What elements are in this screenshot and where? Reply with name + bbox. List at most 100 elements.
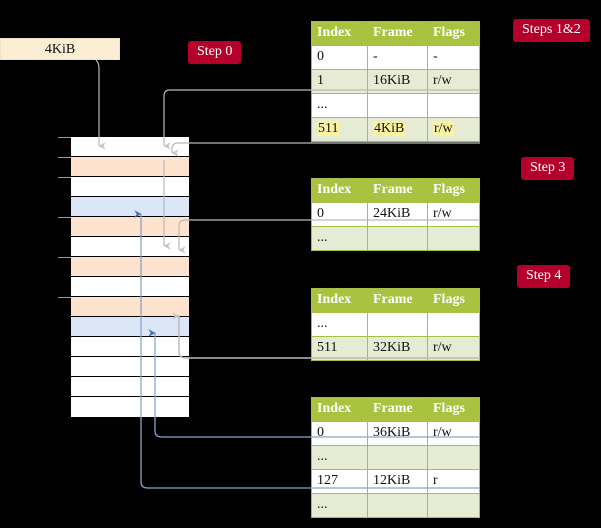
cell-flags: r/w (427, 421, 480, 446)
table-header-row: Index Frame Flags (311, 178, 480, 203)
cell-frame: 32KiB (367, 336, 428, 361)
mem-tick-8 (58, 297, 71, 298)
cell-frame: 16KiB (367, 69, 428, 94)
cell-frame: 36KiB (367, 421, 428, 446)
memory-frame-row (71, 177, 189, 197)
mem-tick-0 (58, 137, 71, 138)
frame-box-4kib: 4KiB (0, 38, 120, 60)
memory-frame-row (71, 397, 189, 417)
cell-frame (367, 226, 428, 251)
badge-step-0-label: Step 0 (197, 44, 233, 59)
wire-level4-row511-to-memory (171, 142, 480, 157)
table-header-row: Index Frame Flags (311, 397, 480, 422)
memory-frame-row (71, 277, 189, 297)
table-row: ... (311, 226, 480, 251)
memory-frame-row (71, 217, 189, 237)
col-header-index: Index (311, 397, 368, 422)
memory-frame-row (71, 377, 189, 397)
highlight-span: 511 (317, 121, 340, 136)
cell-index: 0 (311, 202, 368, 227)
cell-flags (427, 312, 480, 337)
cell-index: 0 (311, 421, 368, 446)
cell-flags (427, 93, 480, 118)
highlight-span: 4KiB (373, 121, 406, 136)
col-header-flags: Flags (427, 397, 480, 422)
cell-index: ... (311, 312, 368, 337)
cell-index: 0 (311, 45, 368, 70)
table-row: ... (311, 93, 480, 118)
cell-frame (367, 312, 428, 337)
mem-tick-4 (58, 217, 71, 218)
col-header-frame: Frame (367, 397, 428, 422)
mem-tick-1 (58, 157, 71, 158)
col-header-flags: Flags (427, 178, 480, 203)
cell-index: ... (311, 226, 368, 251)
cell-index: 511 (311, 336, 368, 361)
memory-frame-row (71, 197, 189, 217)
cell-index: ... (311, 493, 368, 518)
cell-frame: - (367, 45, 428, 70)
memory-frame-row (71, 157, 189, 177)
memory-frame-row (71, 357, 189, 377)
badge-step-4: Step 4 (517, 265, 571, 288)
badge-steps-1-2-label: Steps 1&2 (522, 22, 581, 37)
col-header-frame: Frame (367, 178, 428, 203)
badge-step-4-label: Step 4 (526, 268, 562, 283)
physical-memory-column (70, 136, 190, 417)
table-row: ... (311, 312, 480, 337)
cell-frame (367, 445, 428, 470)
cell-flags: r (427, 469, 480, 494)
cell-flags: r/w (427, 202, 480, 227)
col-header-frame: Frame (367, 288, 428, 313)
cell-flags (427, 445, 480, 470)
col-header-frame: Frame (367, 21, 428, 46)
cell-index: ... (311, 445, 368, 470)
cell-frame: 12KiB (367, 469, 428, 494)
cell-index: 127 (311, 469, 368, 494)
mem-tick-6 (58, 257, 71, 258)
badge-step-3-label: Step 3 (530, 160, 566, 175)
badge-steps-1-2: Steps 1&2 (513, 19, 590, 42)
highlight-span: r/w (433, 121, 454, 136)
cell-frame (367, 93, 428, 118)
cell-frame (367, 493, 428, 518)
cell-index: 1 (311, 69, 368, 94)
cell-frame: 24KiB (367, 202, 428, 227)
memory-frame-row (71, 317, 189, 337)
cell-frame: 4KiB (367, 117, 428, 142)
cell-flags: - (427, 45, 480, 70)
memory-frame-row (71, 257, 189, 277)
table-header-row: Index Frame Flags (311, 21, 480, 46)
table-header-row: Index Frame Flags (311, 288, 480, 313)
wire-step0-frame-to-memory (95, 59, 106, 150)
cell-flags: r/w (427, 69, 480, 94)
cell-flags: r/w (427, 117, 480, 142)
cell-flags (427, 226, 480, 251)
mem-tick-2 (58, 177, 71, 178)
col-header-flags: Flags (427, 288, 480, 313)
col-header-index: Index (311, 288, 368, 313)
table-row: ... (311, 445, 480, 470)
table-row: 0-- (311, 45, 480, 70)
memory-frame-row (71, 297, 189, 317)
col-header-flags: Flags (427, 21, 480, 46)
frame-box-label: 4KiB (44, 42, 76, 57)
cell-flags (427, 493, 480, 518)
cell-flags: r/w (427, 336, 480, 361)
memory-frame-row (71, 237, 189, 257)
table-row: ... (311, 493, 480, 518)
memory-frame-row (71, 337, 189, 357)
table-row: 511 4KiB r/w (311, 117, 480, 142)
badge-step-3: Step 3 (521, 157, 575, 180)
